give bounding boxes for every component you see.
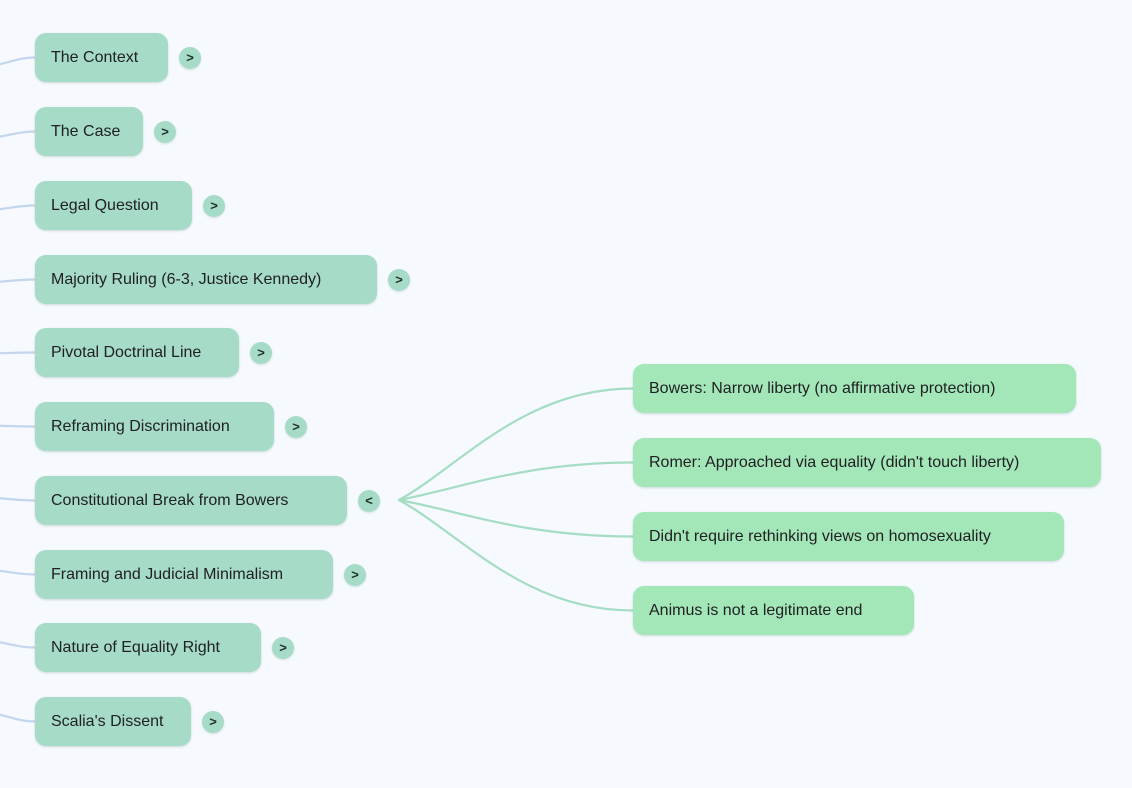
expand-toggle-button[interactable]: > (179, 46, 201, 69)
branch-node[interactable]: The Context (35, 33, 168, 82)
branch-node-label: Reframing Discrimination (51, 417, 230, 435)
expand-toggle-button[interactable]: > (285, 415, 307, 438)
child-node-label: Romer: Approached via equality (didn't t… (649, 453, 1020, 471)
branch-node[interactable]: The Case (35, 107, 143, 156)
child-node-label: Didn't require rethinking views on homos… (649, 527, 991, 545)
branch-node-label: Nature of Equality Right (51, 638, 220, 656)
expand-toggle-button[interactable]: > (272, 636, 294, 659)
expand-toggle-button[interactable]: > (388, 268, 410, 291)
branch-node-label: The Context (51, 48, 139, 66)
child-node[interactable]: Romer: Approached via equality (didn't t… (633, 438, 1101, 487)
branch-node[interactable]: Reframing Discrimination (35, 402, 274, 451)
expand-toggle-button[interactable]: > (250, 341, 272, 364)
branch-node-label: The Case (51, 122, 121, 140)
expand-toggle-button[interactable]: > (202, 710, 224, 733)
branch-node[interactable]: Legal Question (35, 181, 192, 230)
child-node[interactable]: Bowers: Narrow liberty (no affirmative p… (633, 364, 1076, 413)
branch-node-label: Legal Question (51, 196, 159, 214)
child-node[interactable]: Animus is not a legitimate end (633, 586, 914, 635)
branch-node-label: Scalia's Dissent (51, 712, 164, 730)
expand-toggle-button[interactable]: > (344, 563, 366, 586)
branch-node-label: Framing and Judicial Minimalism (51, 565, 284, 583)
branch-node[interactable]: Framing and Judicial Minimalism (35, 550, 333, 599)
child-node-label: Bowers: Narrow liberty (no affirmative p… (649, 379, 996, 397)
branch-node-label: Majority Ruling (6-3, Justice Kennedy) (51, 270, 322, 288)
child-node[interactable]: Didn't require rethinking views on homos… (633, 512, 1064, 561)
expand-toggle-button[interactable]: > (154, 120, 176, 143)
child-node-label: Animus is not a legitimate end (649, 601, 863, 619)
collapse-toggle-button[interactable]: < (358, 489, 380, 512)
branch-node-label: Constitutional Break from Bowers (51, 491, 289, 509)
branch-node[interactable]: Nature of Equality Right (35, 623, 261, 672)
branch-node[interactable]: Constitutional Break from Bowers (35, 476, 347, 525)
branch-node[interactable]: Scalia's Dissent (35, 697, 191, 746)
branch-node-label: Pivotal Doctrinal Line (51, 343, 202, 361)
branch-node[interactable]: Pivotal Doctrinal Line (35, 328, 239, 377)
branch-node[interactable]: Majority Ruling (6-3, Justice Kennedy) (35, 255, 377, 304)
expand-toggle-button[interactable]: > (203, 194, 225, 217)
